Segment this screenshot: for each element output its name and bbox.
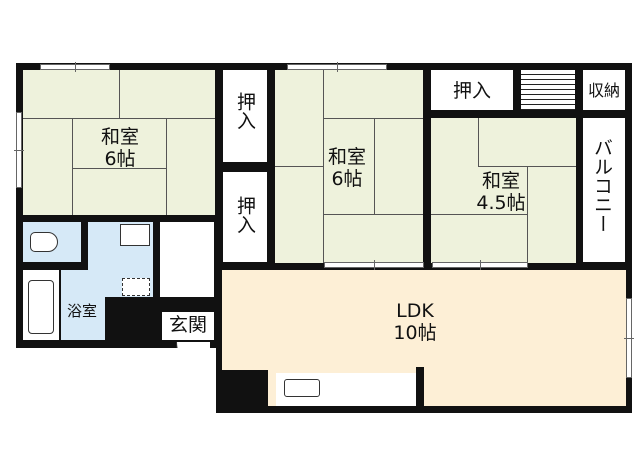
tatami-line bbox=[323, 70, 324, 263]
room-label-balcony: バルコニー bbox=[591, 138, 613, 233]
room-size: 4.5帖 bbox=[476, 192, 526, 214]
tatami-line bbox=[72, 118, 73, 215]
tatami-line bbox=[323, 214, 423, 215]
washer-space bbox=[122, 278, 150, 296]
room-name: LDK bbox=[396, 300, 434, 322]
room-oshiire-1 bbox=[223, 70, 267, 162]
tatami-line bbox=[374, 118, 375, 214]
sink-fixture bbox=[120, 224, 150, 246]
tatami-line bbox=[478, 118, 479, 166]
tatami-line bbox=[527, 166, 528, 263]
tatami-line bbox=[323, 118, 423, 119]
bathtub bbox=[28, 280, 54, 334]
room-entrance bbox=[162, 312, 214, 340]
kitchen-wall-block bbox=[216, 370, 268, 413]
room-bath bbox=[61, 270, 105, 340]
tatami-line bbox=[72, 168, 166, 169]
stair-vent bbox=[521, 70, 575, 110]
room-name: 和室 bbox=[100, 126, 139, 148]
room-size: 6帖 bbox=[331, 168, 363, 190]
outside-white bbox=[16, 348, 216, 418]
room-name: 和室 bbox=[327, 146, 366, 168]
room-oshiire-3 bbox=[431, 70, 513, 110]
room-balcony bbox=[583, 118, 625, 262]
room-label-bath: 浴室 bbox=[66, 302, 97, 320]
tatami-line bbox=[275, 166, 323, 167]
room-label-washitsu-east: 和室 4.5帖 bbox=[466, 170, 536, 214]
room-label-washitsu-west: 和室 6帖 bbox=[80, 126, 160, 170]
tatami-line bbox=[166, 118, 167, 215]
kitchen-partition bbox=[416, 367, 424, 407]
window bbox=[432, 260, 528, 270]
hall bbox=[160, 222, 214, 297]
tatami-line bbox=[431, 214, 527, 215]
tatami-line bbox=[119, 70, 120, 118]
room-label-entrance: 玄関 bbox=[168, 314, 207, 336]
room-washitsu-east bbox=[431, 118, 576, 263]
kitchen-sink bbox=[284, 379, 320, 397]
room-label-oshiire-1: 押入 bbox=[234, 92, 256, 130]
room-label-oshiire-3: 押入 bbox=[452, 80, 491, 102]
room-size: 10帖 bbox=[393, 322, 437, 344]
room-label-oshiire-2: 押入 bbox=[234, 196, 256, 234]
room-size: 6帖 bbox=[104, 148, 136, 170]
room-oshiire-2 bbox=[223, 172, 267, 262]
window bbox=[287, 62, 387, 72]
room-storage bbox=[583, 70, 625, 110]
room-label-storage: 収納 bbox=[587, 81, 620, 100]
window bbox=[624, 298, 634, 378]
window bbox=[14, 112, 24, 188]
room-label-washitsu-center: 和室 6帖 bbox=[312, 146, 382, 190]
window bbox=[324, 260, 424, 270]
room-name: 和室 bbox=[481, 170, 520, 192]
window bbox=[40, 62, 110, 72]
tatami-line bbox=[23, 118, 215, 119]
room-label-ldk: LDK 10帖 bbox=[380, 300, 450, 344]
toilet-fixture bbox=[30, 232, 58, 252]
